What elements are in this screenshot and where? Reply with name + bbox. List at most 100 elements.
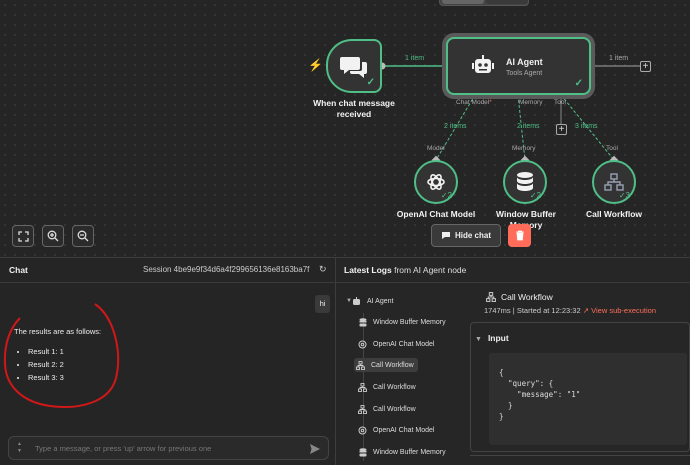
tool-port-label: Tool <box>554 99 566 106</box>
database-icon <box>358 447 367 457</box>
json-viewer: { "query": { "message": "1" } } <box>489 353 687 445</box>
ai-agent-node[interactable]: AI Agent Tools Agent ✓ <box>446 37 591 95</box>
tree-root-ai-agent[interactable]: AI Agent <box>352 294 393 308</box>
zoom-in-icon <box>47 230 59 242</box>
window-buffer-memory-node[interactable]: ✓2 <box>503 160 547 204</box>
delete-button[interactable] <box>508 224 531 247</box>
sub-node-port-label-memory: Memory <box>512 145 536 152</box>
input-section: ▼Input { "query": { "message": "1" } } <box>470 322 690 452</box>
sitemap-icon <box>602 170 626 194</box>
openai-icon <box>358 426 367 435</box>
tree-item-call-workflow-selected[interactable]: Call Workflow <box>354 358 418 372</box>
openai-chat-model-node[interactable]: ✓2 <box>414 160 458 204</box>
success-check-icon: ✓ <box>574 78 583 89</box>
log-detail-title: Call Workflow <box>486 292 553 302</box>
tool-item-count: 3 items <box>575 123 598 130</box>
hide-chat-button[interactable]: Hide chat <box>431 224 501 247</box>
trigger-node-label: When chat message received <box>313 98 395 119</box>
chat-panel: Chat Session 4be9e9f34d6a4f299656136e816… <box>0 257 336 465</box>
bot-result-list: Result 1: 1 Result 2: 2 Result 3: 3 <box>28 347 64 386</box>
sub-node-port-label-tool: Tool <box>606 145 618 152</box>
memory-port-label: Memory <box>519 99 543 106</box>
chevron-down-icon: ▼ <box>475 336 482 343</box>
chat-input-box[interactable]: ▲▼ <box>8 436 329 460</box>
output-section <box>470 455 690 465</box>
call-workflow-node-label: Call Workflow <box>585 209 643 219</box>
agent-output-item-count: 1 item <box>609 55 629 62</box>
send-icon <box>310 444 320 454</box>
send-button[interactable] <box>309 442 321 460</box>
tree-item-openai[interactable]: OpenAI Chat Model <box>358 337 434 351</box>
tree-item-call-workflow[interactable]: Call Workflow <box>358 402 416 416</box>
sitemap-icon <box>486 292 496 302</box>
started-at: Started at 12:23:32 <box>516 306 581 315</box>
add-tool-button[interactable]: + <box>556 124 567 135</box>
tree-item-memory[interactable]: Window Buffer Memory <box>358 315 446 329</box>
divider <box>0 282 335 283</box>
divider <box>336 282 690 283</box>
database-icon <box>513 170 537 194</box>
executions-tab[interactable] <box>486 0 528 4</box>
refresh-session-icon[interactable]: ↻ <box>319 264 327 274</box>
sub-node-port-label-model: Model <box>427 145 445 152</box>
editor-executions-toggle[interactable] <box>439 0 529 6</box>
view-sub-execution-link[interactable]: ↗ View sub-execution <box>582 306 657 315</box>
workflow-canvas[interactable]: + + ⚡ ✓ When chat message received <box>0 0 690 257</box>
user-message: hi <box>315 295 330 313</box>
trigger-bolt-icon: ⚡ <box>308 58 323 72</box>
duration: 1747ms <box>484 306 511 315</box>
success-count-badge: ✓3 <box>618 191 630 200</box>
openai-node-label: OpenAI Chat Model <box>396 209 476 219</box>
trash-icon <box>515 230 524 241</box>
trigger-to-agent-item-count: 1 item <box>405 55 425 62</box>
log-detail-meta: 1747ms | Started at 12:23:32 ↗ View sub-… <box>484 306 657 315</box>
input-section-header[interactable]: ▼Input <box>475 333 509 343</box>
chat-panel-title: Chat <box>9 265 28 275</box>
hide-chat-label: Hide chat <box>454 231 491 240</box>
success-check-icon: ✓ <box>366 77 375 88</box>
chat-bubbles-icon <box>338 51 370 83</box>
collapse-caret-icon[interactable]: ▼ <box>346 298 352 304</box>
success-count-badge: ✓2 <box>529 191 541 200</box>
fullscreen-icon <box>17 230 29 242</box>
call-workflow-node[interactable]: ✓3 <box>592 160 636 204</box>
logs-panel-title: Latest Logs from AI Agent node <box>344 265 467 275</box>
list-item: Result 3: 3 <box>28 373 64 386</box>
openai-icon <box>358 340 367 349</box>
history-arrows-icon[interactable]: ▲▼ <box>17 441 22 454</box>
fit-view-button[interactable] <box>12 225 34 247</box>
chat-icon <box>441 232 450 239</box>
success-count-badge: ✓2 <box>440 191 452 200</box>
logs-panel: Latest Logs from AI Agent node ▼ AI Agen… <box>336 257 690 465</box>
memory-item-count: 2 items <box>517 123 540 130</box>
database-icon <box>358 317 367 327</box>
zoom-in-button[interactable] <box>42 225 64 247</box>
zoom-out-button[interactable] <box>72 225 94 247</box>
robot-icon <box>468 51 498 81</box>
list-item: Result 1: 1 <box>28 347 64 360</box>
robot-icon <box>352 296 361 306</box>
sitemap-icon <box>358 382 367 392</box>
json-content: { "query": { "message": "1" } } <box>499 368 581 421</box>
tree-item-openai[interactable]: OpenAI Chat Model <box>358 423 434 437</box>
chat-trigger-node[interactable]: ✓ <box>326 39 382 93</box>
chat-model-port-label: Chat Model <box>456 99 492 106</box>
tree-item-memory[interactable]: Window Buffer Memory <box>358 445 446 459</box>
list-item: Result 2: 2 <box>28 360 64 373</box>
editor-tab[interactable] <box>442 0 484 4</box>
chat-message-input[interactable] <box>35 441 305 456</box>
red-annotation-circle <box>3 303 120 408</box>
sitemap-icon <box>358 404 367 414</box>
tree-item-call-workflow[interactable]: Call Workflow <box>358 380 416 394</box>
openai-icon <box>424 170 448 194</box>
session-id: Session 4be9e9f34d6a4f299656136e8163ba7f <box>143 265 310 274</box>
agent-node-subtitle: Tools Agent <box>506 70 543 77</box>
add-node-after-agent-button[interactable]: + <box>640 61 651 72</box>
bot-message: The results are as follows: <box>14 327 102 336</box>
zoom-out-icon <box>77 230 89 242</box>
sitemap-icon <box>356 360 365 370</box>
agent-node-title: AI Agent <box>506 57 543 67</box>
chat-model-item-count: 2 items <box>444 123 467 130</box>
external-link-icon: ↗ <box>582 306 590 315</box>
